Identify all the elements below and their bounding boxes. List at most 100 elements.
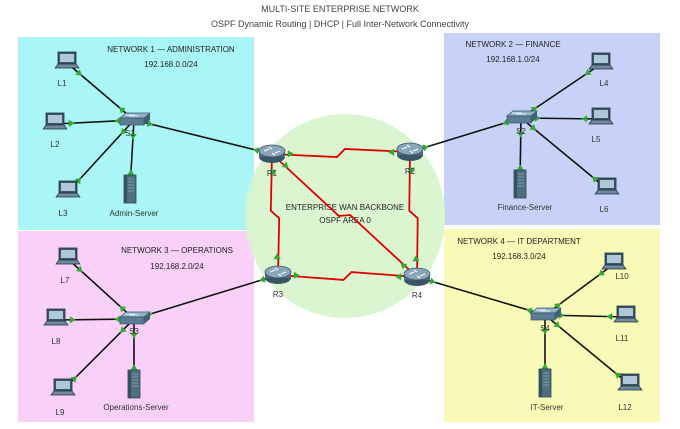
lan-link-S1-R1 [133, 119, 273, 155]
link-light [252, 147, 260, 155]
link-light [75, 69, 82, 76]
link-light [69, 316, 76, 324]
laptop-l8[interactable] [43, 308, 69, 326]
laptop-label: L7 [61, 276, 70, 285]
server-srv2[interactable] [513, 169, 527, 199]
link-light [591, 176, 599, 183]
zone-n2-area [444, 33, 660, 225]
link-light [120, 127, 128, 135]
link-light [581, 115, 588, 123]
zone-n4-area [444, 229, 660, 422]
backbone-subtitle: OSPF AREA 0 [319, 216, 371, 225]
server-srv4[interactable] [538, 368, 552, 398]
router-label: R3 [273, 290, 284, 299]
switch-label: S4 [540, 324, 550, 333]
laptop-l2[interactable] [42, 112, 68, 130]
link-light [259, 275, 266, 283]
wan-link-R1-R4 [271, 153, 418, 278]
link-light [130, 364, 138, 371]
laptop-l1[interactable] [54, 51, 80, 69]
laptop-label: L10 [615, 272, 629, 281]
server-label: Finance-Server [498, 203, 553, 212]
link-light [400, 263, 408, 270]
link-light [553, 321, 561, 328]
link-light [119, 107, 126, 114]
router-r4[interactable] [403, 267, 431, 286]
link-light [429, 277, 436, 285]
server-srv1[interactable] [123, 174, 137, 204]
laptop-label: L11 [616, 334, 629, 343]
link-light [146, 119, 154, 127]
link-light [114, 315, 121, 323]
laptop-label: L12 [618, 403, 632, 412]
link-light [529, 124, 537, 131]
link-light [395, 273, 402, 281]
link-light [68, 119, 75, 127]
switch-s3[interactable] [119, 311, 151, 325]
wan-link-R1-R2 [271, 148, 411, 158]
link-light [293, 271, 300, 279]
laptop-l7[interactable] [55, 247, 81, 265]
link-light [129, 133, 137, 140]
server-srv3[interactable] [127, 369, 141, 399]
laptop-label: L5 [592, 135, 601, 144]
switch-label: S2 [516, 127, 526, 136]
laptop-l11[interactable] [613, 305, 639, 323]
laptop-label: L4 [600, 79, 609, 88]
zone-n1-title: NETWORK 1 — ADMINISTRATION [107, 45, 235, 54]
diagram-title: MULTI-SITE ENTERPRISE NETWORK [261, 4, 419, 14]
link-light [269, 169, 277, 176]
lan-link-S3-R3 [133, 274, 279, 320]
link-light [287, 150, 294, 158]
link-light [584, 68, 592, 75]
router-r1[interactable] [258, 144, 286, 163]
router-label: R2 [405, 167, 416, 176]
zone-n4-title: NETWORK 4 — IT DEPARTMENT [457, 237, 581, 246]
lan-link-S4-R4 [416, 276, 546, 316]
laptop-l12[interactable] [617, 373, 643, 391]
zone-n2-subnet: 192.168.1.0/24 [486, 55, 540, 64]
link-light [553, 303, 561, 310]
wan-link-R1-R3 [269, 153, 281, 276]
link-light [516, 164, 524, 171]
laptop-label: L8 [52, 337, 61, 346]
link-light [114, 117, 121, 125]
server-label: IT-Server [531, 403, 564, 412]
server-label: Operations-Server [103, 403, 169, 412]
link-light [120, 326, 127, 333]
link-light [541, 363, 549, 370]
laptop-l6[interactable] [594, 177, 620, 195]
laptop-label: L6 [600, 205, 609, 214]
link-light [281, 161, 289, 168]
link-light [530, 107, 538, 114]
link-light [412, 255, 420, 262]
laptop-l4[interactable] [588, 52, 614, 70]
laptop-l9[interactable] [50, 378, 76, 396]
router-r2[interactable] [396, 142, 424, 161]
switch-s2[interactable] [506, 110, 538, 124]
link-light [614, 372, 622, 379]
link-light [127, 169, 135, 176]
router-label: R4 [412, 291, 423, 300]
zone-n3-subnet: 192.168.2.0/24 [150, 262, 204, 271]
laptop-l10[interactable] [601, 252, 627, 270]
link-light [74, 177, 82, 185]
switch-s1[interactable] [119, 112, 151, 126]
zone-n1-subnet: 192.168.0.0/24 [144, 60, 198, 69]
laptop-l3[interactable] [55, 180, 81, 198]
zone-n2-title: NETWORK 2 — FINANCE [465, 40, 560, 49]
switch-label: S3 [129, 327, 139, 336]
link-light [130, 332, 138, 339]
laptop-label: L1 [58, 79, 67, 88]
link-light [422, 144, 429, 152]
wan-link-R2-R4 [408, 151, 419, 278]
zone-n3-title: NETWORK 3 — OPERATIONS [121, 246, 233, 255]
link-light [119, 305, 127, 313]
switch-s4[interactable] [530, 307, 562, 321]
laptop-l5[interactable] [588, 107, 614, 125]
router-label: R1 [267, 169, 278, 178]
wan-link-R3-R4 [277, 271, 418, 281]
router-r3[interactable] [264, 265, 292, 284]
link-light [541, 328, 549, 335]
